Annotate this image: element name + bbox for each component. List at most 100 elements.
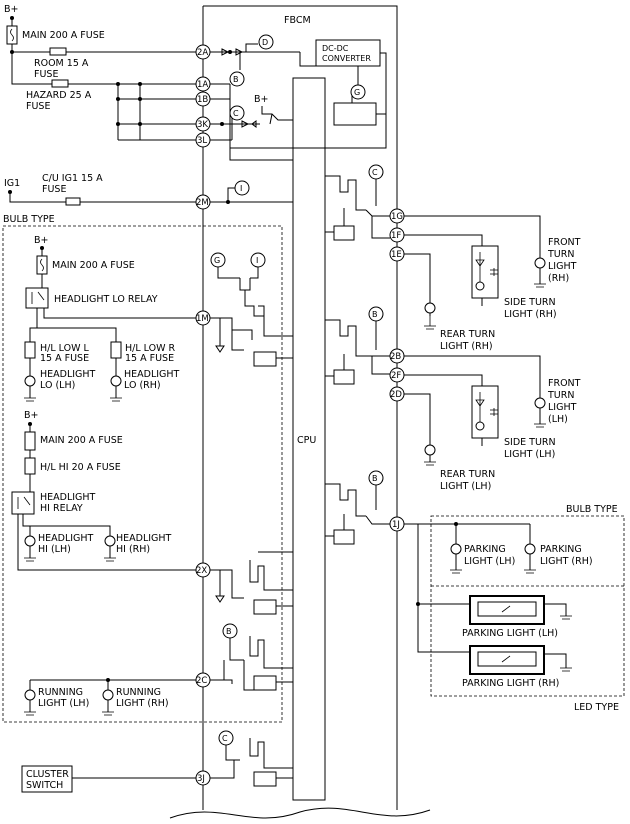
- svg-text:C: C: [372, 168, 378, 177]
- hl-lo-lh-bulb-icon: [24, 375, 36, 387]
- front-turn-rh-bulb-icon: [534, 257, 546, 269]
- svg-text:B: B: [372, 310, 378, 319]
- hl-low-l-fuse-icon: [24, 341, 36, 359]
- pin-1J: 1J: [392, 520, 400, 530]
- hi-driver: [210, 551, 293, 615]
- hl-hi-fuse-icon: [24, 457, 36, 475]
- bulb-section-title: BULB TYPE: [3, 214, 55, 225]
- turn-lights-rh: FRONT TURN LIGHT (RH) SIDE TURN LIGHT (R…: [404, 215, 581, 352]
- pin-2A: 2A: [197, 48, 208, 58]
- lo-driver: G I: [210, 252, 293, 367]
- bulb-type-section: BULB TYPE B+ MAIN 200 A FUSE HEADLIGHT L…: [2, 214, 283, 723]
- internal-top-wiring: D B C B+: [210, 34, 316, 161]
- pin-1M: 1M: [196, 314, 209, 324]
- svg-text:D: D: [262, 38, 268, 47]
- marker-c-top: [229, 105, 245, 121]
- parking-bulb-lh-1: PARKING: [464, 544, 506, 555]
- running-lh-bulb-icon: [24, 689, 36, 701]
- hl-lo-rh-bulb-icon: [110, 375, 122, 387]
- front-turn-lh-4: (LH): [548, 414, 568, 425]
- pin-3L: 3L: [197, 136, 207, 146]
- hl-hi-lh-bulb-icon: [24, 535, 36, 547]
- svg-text:G: G: [354, 88, 360, 97]
- main-fuse-lo-label: MAIN 200 A FUSE: [52, 260, 135, 271]
- parking-driver: B: [325, 470, 390, 545]
- pin-2X: 2X: [196, 566, 207, 576]
- cuig1-fuse-icon: [65, 197, 81, 206]
- side-turn-lh-2: LIGHT (LH): [504, 449, 555, 460]
- cpu-block: CPU: [292, 77, 326, 801]
- running-lh-label-1: RUNNING: [38, 687, 83, 698]
- svg-text:I: I: [256, 256, 258, 265]
- hl-low-r-label-2: 15 A FUSE: [125, 353, 174, 364]
- hazard-fuse-icon: [51, 79, 69, 88]
- front-turn-rh-2: TURN: [547, 249, 574, 260]
- pin-2D: 2D: [390, 390, 402, 400]
- hl-hi-fuse-label: H/L HI 20 A FUSE: [40, 462, 121, 473]
- side-turn-rh-2: LIGHT (RH): [504, 309, 557, 320]
- hazard-fuse-label-2: FUSE: [26, 101, 50, 112]
- svg-text:B: B: [372, 474, 378, 483]
- hi-relay-icon: [11, 491, 35, 515]
- cluster-driver: C: [210, 730, 293, 787]
- front-turn-rh-3: LIGHT: [548, 261, 577, 272]
- pin-1B: 1B: [197, 95, 208, 105]
- svg-text:C: C: [233, 109, 239, 118]
- marker-d: [258, 34, 274, 50]
- main-fuse-hi-label: MAIN 200 A FUSE: [40, 435, 123, 446]
- room-fuse-label-1: ROOM 15 A: [34, 58, 89, 69]
- front-turn-lh-1: FRONT: [548, 378, 581, 389]
- pin-2M: 2M: [196, 198, 209, 208]
- hl-low-l-label-2: 15 A FUSE: [40, 353, 89, 364]
- bplus-top-label: B+: [4, 4, 18, 15]
- cluster-switch-label-2: SWITCH: [26, 780, 63, 791]
- hl-hi-rh-bulb-icon: [104, 535, 116, 547]
- hazard-fuse-label-1: HAZARD 25 A: [26, 90, 92, 101]
- front-turn-lh-3: LIGHT: [548, 402, 577, 413]
- running-lh-label-2: LIGHT (LH): [38, 698, 89, 709]
- cuig1-fuse-label-1: C/U IG1 15 A: [42, 173, 103, 184]
- hi-relay-label-2: HI RELAY: [40, 503, 83, 514]
- ig1-feed: IG1 C/U IG1 15 A FUSE I: [4, 173, 293, 206]
- room-fuse-icon: [49, 47, 67, 56]
- parking-bulb-type-label: BULB TYPE: [566, 504, 618, 515]
- svg-text:B: B: [233, 75, 239, 84]
- pin-1E: 1E: [391, 250, 402, 260]
- side-turn-lh-1: SIDE TURN: [504, 437, 556, 448]
- hl-lo-lh-label-1: HEADLIGHT: [40, 369, 96, 380]
- parking-bulb-rh-1: PARKING: [540, 544, 582, 555]
- running-rh-label-1: RUNNING: [116, 687, 161, 698]
- pin-2C: 2C: [196, 676, 207, 686]
- front-turn-lh-bulb-icon: [534, 397, 546, 409]
- front-turn-rh-1: FRONT: [548, 237, 581, 248]
- main-fuse-hi-icon: [24, 431, 36, 451]
- parking-lights: BULB TYPE LED TYPE PARKING LIGHT (LH) PA…: [404, 504, 625, 713]
- parking-bulb-lh-icon: [450, 543, 462, 555]
- bplus-internal-label: B+: [254, 94, 268, 105]
- turn-lights-lh: FRONT TURN LIGHT (LH) SIDE TURN LIGHT (L…: [404, 355, 581, 492]
- side-turn-rh-1: SIDE TURN: [504, 297, 556, 308]
- dcdc-label-1: DC-DC: [322, 44, 349, 53]
- pin-2B: 2B: [390, 352, 401, 362]
- rear-turn-lh-1: REAR TURN: [440, 469, 495, 480]
- hl-low-r-fuse-icon: [110, 341, 122, 359]
- rear-turn-rh-1: REAR TURN: [440, 329, 495, 340]
- hl-hi-rh-label-1: HEADLIGHT: [116, 533, 172, 544]
- bplus-hi-label: B+: [24, 410, 38, 421]
- hl-lo-lh-label-2: LO (LH): [40, 380, 75, 391]
- pin-3J: 3J: [197, 774, 205, 784]
- rear-turn-rh-2: LIGHT (RH): [440, 341, 493, 352]
- turn-lh-driver: B: [325, 306, 390, 385]
- dcdc-converter: DC-DC CONVERTER G: [230, 39, 387, 149]
- room-fuse-label-2: FUSE: [34, 69, 58, 80]
- pin-1A: 1A: [197, 80, 208, 90]
- top-power-feeds: B+ MAIN 200 A FUSE ROOM 15 A FUSE HAZARD…: [4, 4, 196, 141]
- parking-led-lh-label: PARKING LIGHT (LH): [462, 628, 558, 639]
- cpu-label: CPU: [297, 435, 316, 446]
- running-rh-label-2: LIGHT (RH): [116, 698, 169, 709]
- rear-turn-lh-bulb-icon: [424, 444, 436, 456]
- running-rh-bulb-icon: [102, 689, 114, 701]
- running-driver: B: [210, 623, 293, 691]
- svg-text:I: I: [240, 184, 242, 193]
